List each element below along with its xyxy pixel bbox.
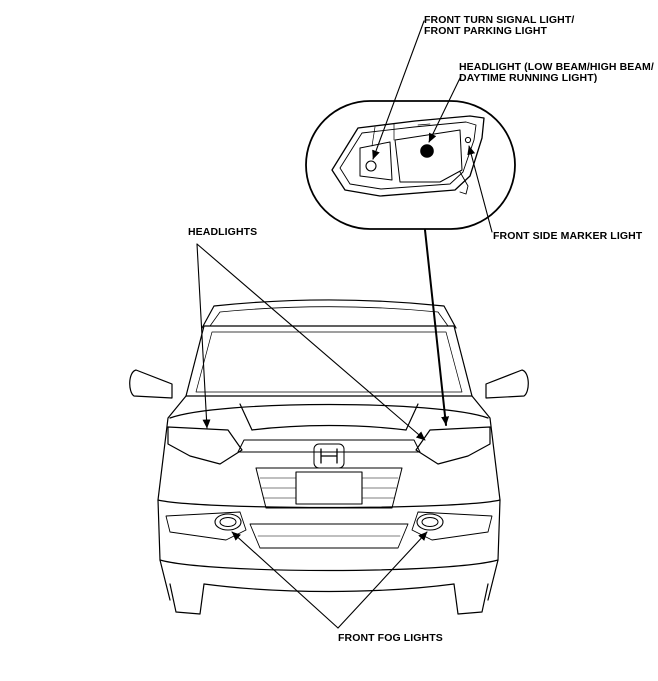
right-mirror bbox=[485, 369, 529, 399]
left-headlight bbox=[167, 426, 243, 465]
detail-to-headlight-leader bbox=[424, 229, 450, 426]
side-marker-label: FRONT SIDE MARKER LIGHT bbox=[493, 230, 643, 242]
headlights-label: HEADLIGHTS bbox=[188, 226, 258, 238]
headlight-bulb-leader bbox=[428, 75, 462, 143]
headlight-detail-callout bbox=[305, 100, 516, 230]
roof-outline bbox=[201, 299, 457, 329]
leader-lines bbox=[196, 20, 493, 629]
headlights-left-leader bbox=[196, 243, 211, 429]
windshield bbox=[185, 325, 473, 397]
fog-right-leader bbox=[337, 531, 428, 629]
vehicle-front-view bbox=[129, 299, 529, 615]
fog-lights-label: FRONT FOG LIGHTS bbox=[338, 632, 443, 644]
turn-signal-lens bbox=[359, 141, 393, 181]
headlight-bulb-label: HEADLIGHT (LOW BEAM/HIGH BEAM/ DAYTIME R… bbox=[459, 62, 654, 84]
turn-signal-label-line1: FRONT TURN SIGNAL LIGHT/ bbox=[424, 14, 575, 26]
side-marker-bulb-icon bbox=[464, 136, 472, 144]
turn-signal-bulb-icon bbox=[365, 160, 377, 172]
headlight-unit-detail bbox=[331, 115, 485, 197]
headlight-bulb-label-line2: DAYTIME RUNNING LIGHT) bbox=[459, 72, 598, 84]
fog-left-leader bbox=[231, 531, 339, 629]
right-headlight bbox=[415, 426, 491, 465]
license-plate bbox=[295, 471, 363, 505]
turn-signal-leader bbox=[372, 20, 425, 160]
right-fog-light bbox=[416, 513, 444, 531]
headlights-right-leader bbox=[196, 243, 426, 441]
headlight-bulb-icon bbox=[420, 144, 434, 158]
left-tire bbox=[169, 583, 205, 615]
side-marker-leader bbox=[467, 145, 493, 233]
turn-signal-label: FRONT TURN SIGNAL LIGHT/ FRONT PARKING L… bbox=[424, 15, 574, 37]
headlight-bulb-label-line1: HEADLIGHT (LOW BEAM/HIGH BEAM/ bbox=[459, 61, 654, 73]
detail-bubble bbox=[305, 100, 516, 230]
headlight-lens bbox=[394, 129, 463, 183]
left-mirror bbox=[129, 369, 173, 399]
left-fog-light bbox=[214, 513, 242, 531]
right-tire bbox=[453, 583, 489, 615]
turn-signal-label-line2: FRONT PARKING LIGHT bbox=[424, 25, 548, 37]
